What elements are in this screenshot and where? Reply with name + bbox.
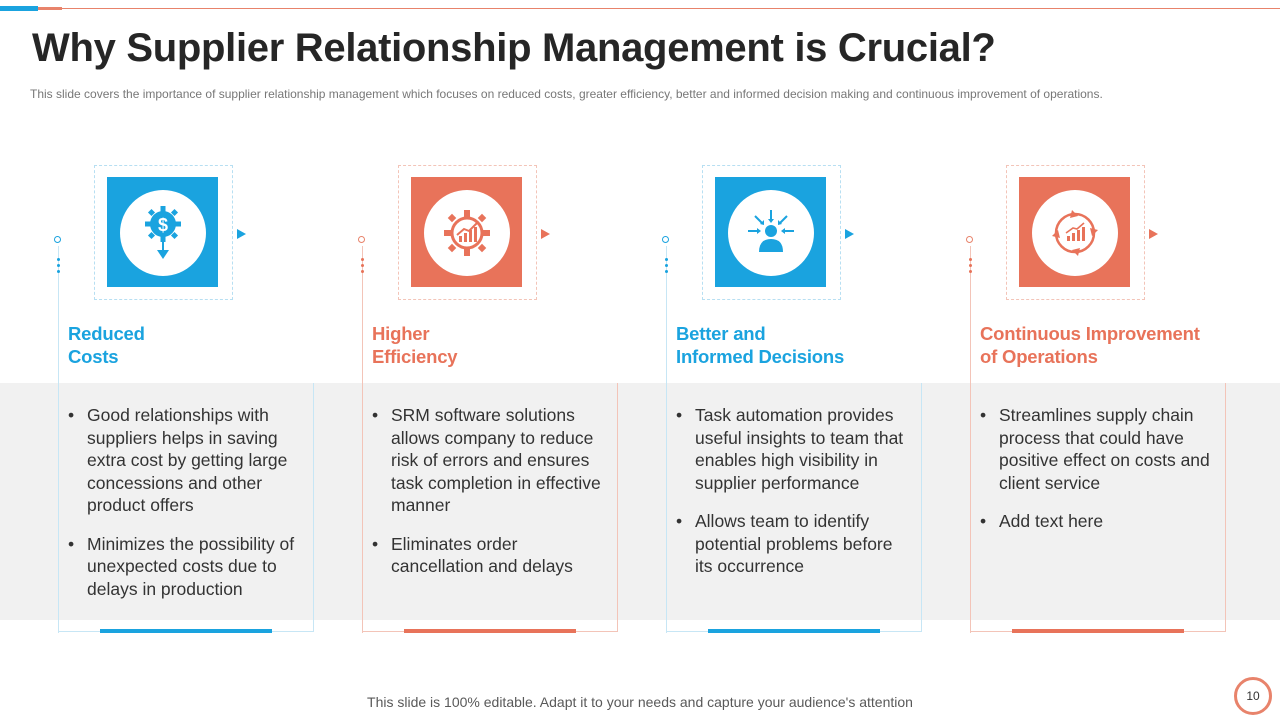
heading-line-2: Costs: [68, 346, 119, 367]
bullet-list: SRM software solutions allows company to…: [372, 404, 610, 594]
heading-line-1: Reduced: [68, 323, 145, 344]
arrow-right-icon: [237, 229, 246, 239]
bullet-item: Good relationships with suppliers helps …: [68, 404, 306, 517]
person-focus-icon: [748, 210, 794, 252]
bullet-item: Add text here: [980, 510, 1218, 533]
top-accent-orange: [38, 7, 62, 10]
top-rule: [0, 8, 1280, 9]
card-accent-bar: [100, 629, 272, 633]
arrow-right-icon: [845, 229, 854, 239]
svg-text:$: $: [158, 215, 168, 235]
column-continuous-improvement: Continuous Improvement of Operations Str…: [912, 0, 1226, 720]
icon-holder: $: [120, 190, 206, 276]
gear-chart-icon: [444, 210, 490, 256]
bullet-list: Streamlines supply chain process that co…: [980, 404, 1218, 549]
icon-frame: [94, 165, 233, 300]
column-heading: Reduced Costs: [68, 322, 304, 368]
column-reduced-costs: $ Reduced Costs Good relationships with …: [0, 0, 314, 720]
timeline-line: [58, 246, 59, 633]
timeline-line: [666, 246, 667, 633]
card-accent-bar: [708, 629, 880, 633]
icon-holder: [728, 190, 814, 276]
heading-line-1: Continuous Improvement: [980, 323, 1200, 344]
bullet-list: Good relationships with suppliers helps …: [68, 404, 306, 616]
icon-frame: [1006, 165, 1145, 300]
timeline-node: [54, 236, 61, 243]
page-number-badge: 10: [1234, 677, 1272, 715]
timeline-dots: [969, 258, 972, 273]
top-accent-blue: [0, 6, 38, 11]
bullet-item: SRM software solutions allows company to…: [372, 404, 610, 517]
timeline-node: [662, 236, 669, 243]
column-better-decisions: Better and Informed Decisions Task autom…: [608, 0, 922, 720]
icon-holder: [1032, 190, 1118, 276]
bullet-item: Streamlines supply chain process that co…: [980, 404, 1218, 494]
bullet-item: Minimizes the possibility of unexpected …: [68, 533, 306, 601]
column-higher-efficiency: Higher Efficiency SRM software solutions…: [304, 0, 618, 720]
timeline-node: [358, 236, 365, 243]
timeline-node: [966, 236, 973, 243]
bullet-item: Task automation provides useful insights…: [676, 404, 914, 494]
slide-title: Why Supplier Relationship Management is …: [32, 26, 996, 70]
timeline-line: [970, 246, 971, 633]
bullet-item: Allows team to identify potential proble…: [676, 510, 914, 578]
column-heading: Continuous Improvement of Operations: [980, 322, 1216, 368]
arrow-right-icon: [1149, 229, 1158, 239]
bullet-item: Eliminates order cancellation and delays: [372, 533, 610, 578]
heading-line-1: Higher: [372, 323, 430, 344]
heading-line-1: Better and: [676, 323, 766, 344]
timeline-dots: [57, 258, 60, 273]
column-heading: Higher Efficiency: [372, 322, 608, 368]
card-accent-bar: [404, 629, 576, 633]
timeline-dots: [361, 258, 364, 273]
timeline-dots: [665, 258, 668, 273]
bullet-list: Task automation provides useful insights…: [676, 404, 914, 594]
column-heading: Better and Informed Decisions: [676, 322, 912, 368]
dollar-gear-icon: $: [145, 206, 181, 259]
card-accent-bar: [1012, 629, 1184, 633]
icon-frame: [398, 165, 537, 300]
timeline-line: [362, 246, 363, 633]
slide-footer: This slide is 100% editable. Adapt it to…: [367, 694, 913, 710]
icon-frame: [702, 165, 841, 300]
heading-line-2: Informed Decisions: [676, 346, 845, 367]
improvement-cycle-icon: [1052, 210, 1098, 256]
icon-holder: [424, 190, 510, 276]
heading-line-2: of Operations: [980, 346, 1098, 367]
slide-subtitle: This slide covers the importance of supp…: [30, 87, 1103, 101]
arrow-right-icon: [541, 229, 550, 239]
heading-line-2: Efficiency: [372, 346, 458, 367]
